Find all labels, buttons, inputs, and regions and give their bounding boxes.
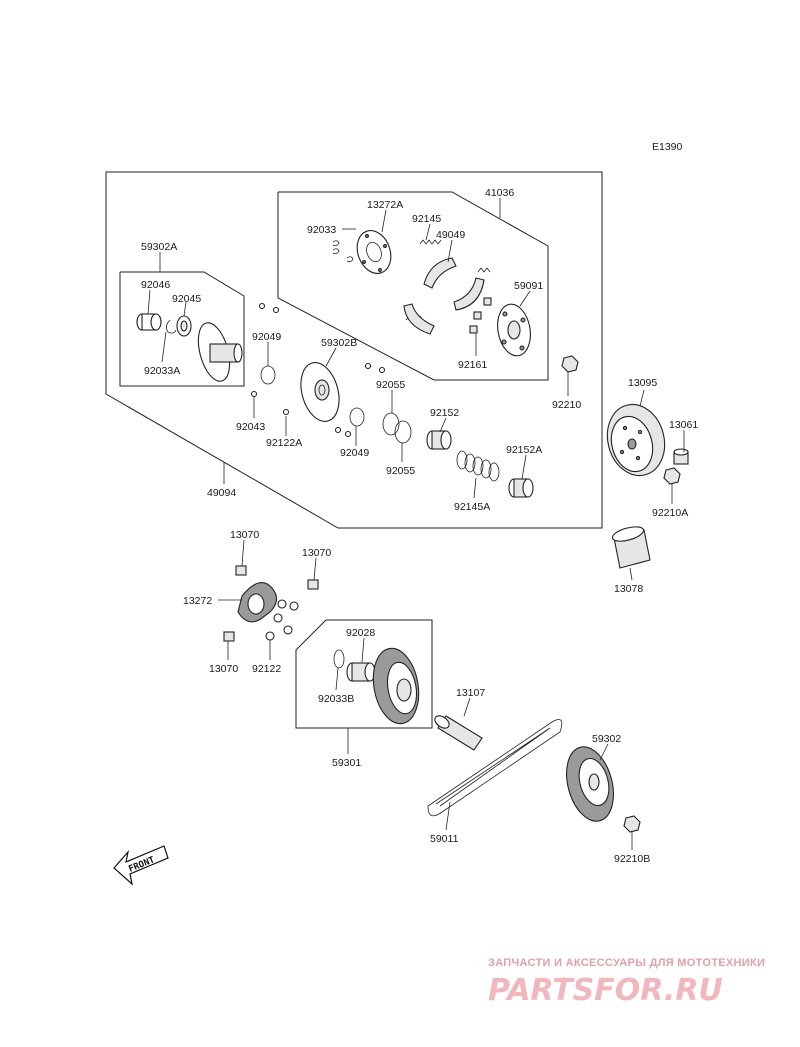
label-92046[interactable]: 92046	[141, 279, 170, 291]
part-92033B-shape	[333, 649, 345, 669]
label-13078[interactable]: 13078	[614, 583, 643, 595]
part-92033A-shape	[166, 319, 177, 334]
part-92046-shape	[136, 313, 162, 331]
label-92045[interactable]: 92045	[172, 293, 201, 305]
leader-lines	[147, 198, 685, 850]
part-92161-shape	[469, 297, 492, 334]
part-92145A-shape	[456, 450, 500, 482]
label-49094[interactable]: 49094	[207, 487, 236, 499]
part-59302-shape	[566, 746, 614, 822]
label-49049-top[interactable]: 49049	[436, 229, 465, 241]
part-92049-b-shape	[349, 407, 365, 427]
watermark-subtitle: ЗАПЧАСТИ И АКСЕССУАРЫ ДЛЯ МОТОТЕХНИКИ	[488, 957, 765, 969]
label-92161[interactable]: 92161	[458, 359, 487, 371]
label-92145A[interactable]: 92145A	[454, 501, 490, 513]
part-92049-a-shape	[260, 365, 276, 385]
front-arrow-icon: FRONT	[113, 845, 169, 886]
part-92210B-shape	[623, 815, 641, 833]
label-59091[interactable]: 59091	[514, 280, 543, 292]
label-92043[interactable]: 92043	[236, 421, 265, 433]
part-59011-inner	[435, 727, 551, 807]
part-92210-shape	[561, 355, 579, 373]
part-13272-shape	[237, 582, 278, 623]
part-13107-shape	[434, 715, 483, 751]
label-92028[interactable]: 92028	[346, 627, 375, 639]
label-41036[interactable]: 41036	[485, 187, 514, 199]
part-92045-shape	[176, 315, 192, 337]
label-92055-a[interactable]: 92055	[376, 379, 405, 391]
assembly-frame-49094	[105, 171, 603, 529]
part-59302A-disc-shape	[197, 322, 243, 382]
part-59302B-shape	[300, 362, 340, 422]
label-92033[interactable]: 92033	[307, 224, 336, 236]
part-92055-a-shape	[382, 412, 400, 436]
label-59301[interactable]: 59301	[332, 757, 361, 769]
part-59011-shape	[427, 719, 563, 817]
part-59301-shape	[372, 647, 420, 725]
label-92210A[interactable]: 92210A	[652, 507, 688, 519]
label-13070-a[interactable]: 13070	[230, 529, 259, 541]
label-59302[interactable]: 59302	[592, 733, 621, 745]
part-13078-shape	[611, 526, 651, 569]
watermark: ЗАПЧАСТИ И АКСЕССУАРЫ ДЛЯ МОТОТЕХНИКИ PA…	[488, 957, 765, 1008]
part-92028-shape	[346, 662, 376, 682]
part-13061-shape	[673, 448, 689, 465]
label-13070-b[interactable]: 13070	[302, 547, 331, 559]
label-92210B[interactable]: 92210B	[614, 853, 650, 865]
label-13272[interactable]: 13272	[183, 595, 212, 607]
label-92210[interactable]: 92210	[552, 399, 581, 411]
part-13272A-shape	[356, 230, 392, 274]
part-92152A-shape	[508, 478, 534, 498]
label-92049-a[interactable]: 92049	[252, 331, 281, 343]
label-13107[interactable]: 13107	[456, 687, 485, 699]
label-59302B[interactable]: 59302B	[321, 337, 357, 349]
label-13070-c[interactable]: 13070	[209, 663, 238, 675]
part-92055-b-shape	[394, 420, 412, 444]
label-92033A[interactable]: 92033A	[144, 365, 180, 377]
label-92152[interactable]: 92152	[430, 407, 459, 419]
part-92033-shape	[332, 240, 354, 263]
part-59091-shape	[497, 303, 531, 357]
label-92122A[interactable]: 92122A	[266, 437, 302, 449]
label-92055-b[interactable]: 92055	[386, 465, 415, 477]
assembly-frame-41036	[277, 191, 549, 381]
part-13095-shape	[606, 403, 666, 477]
part-92152-shape	[426, 430, 452, 450]
label-92145[interactable]: 92145	[412, 213, 441, 225]
label-92152A[interactable]: 92152A	[506, 444, 542, 456]
label-92033B[interactable]: 92033B	[318, 693, 354, 705]
label-92122[interactable]: 92122	[252, 663, 281, 675]
label-59302A[interactable]: 59302A	[141, 241, 177, 253]
label-13272A[interactable]: 13272A	[367, 199, 403, 211]
assembly-frame-59302A	[119, 271, 245, 387]
assembly-frame-59301	[295, 619, 433, 729]
label-92049-b[interactable]: 92049	[340, 447, 369, 459]
label-13061[interactable]: 13061	[669, 419, 698, 431]
part-49049-shape	[403, 257, 485, 335]
part-92210A-shape	[663, 467, 681, 485]
label-59011[interactable]: 59011	[430, 833, 459, 845]
part-labels: 41036 13272A 92033 92145 49049 59091 921…	[141, 187, 698, 865]
part-pins-shape	[250, 302, 386, 438]
part-13070-shape	[223, 565, 319, 642]
figure-code: E1390	[652, 141, 683, 153]
watermark-brand: PARTSFOR.RU	[488, 973, 723, 1008]
label-13095[interactable]: 13095	[628, 377, 657, 389]
